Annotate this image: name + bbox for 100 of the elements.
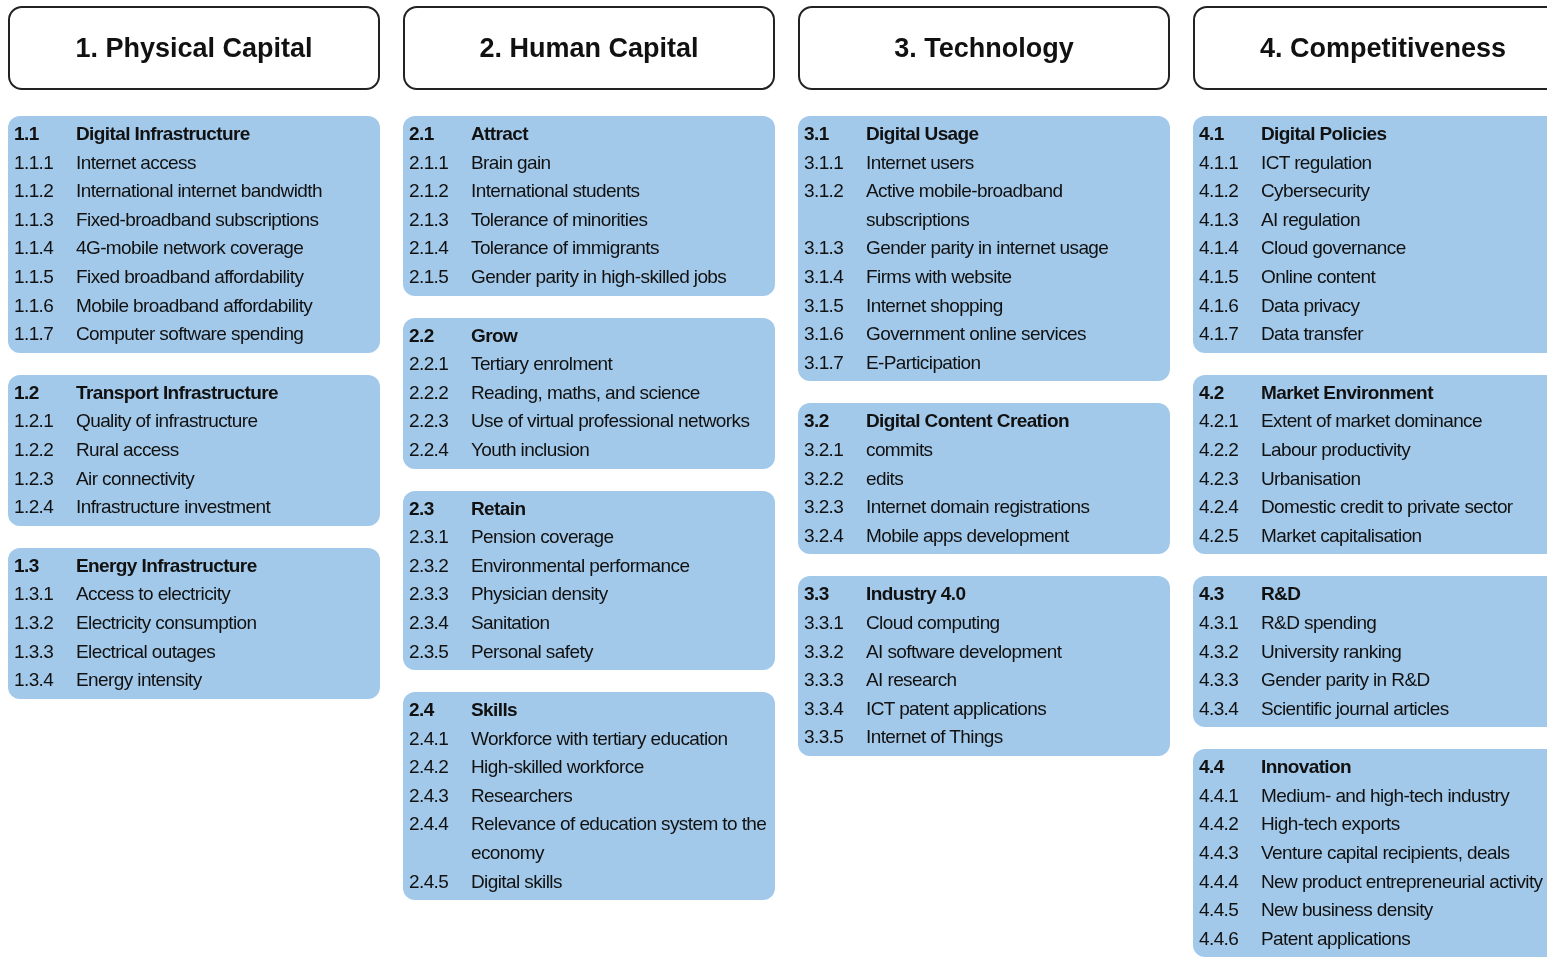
category-number: 1.3 <box>14 553 40 578</box>
category-number: 2.1 <box>409 122 435 146</box>
category-panel <box>1193 749 1547 958</box>
indicator-number: 3.1.2 <box>804 179 845 204</box>
indicator-name: Sanitation <box>471 610 551 635</box>
indicator-number: 4.4.5 <box>1199 898 1240 923</box>
indicator-number: 4.3.3 <box>1199 668 1240 693</box>
indicator-number: 3.3.3 <box>804 668 845 693</box>
category-panel <box>8 116 380 353</box>
category-title: Grow <box>471 323 519 348</box>
indicator-name: Gender parity in high-skilled jobs <box>471 264 728 289</box>
indicator-name: Computer software spending <box>76 322 305 347</box>
indicator-number: 2.2.1 <box>409 352 450 377</box>
indicator-number: 3.2.2 <box>804 466 845 491</box>
indicator-name: R&D spending <box>1261 610 1378 635</box>
indicator-name: Scientific journal articles <box>1261 696 1450 721</box>
indicator-name: Tertiary enrolment <box>471 352 614 377</box>
indicator-number: 1.2.4 <box>14 495 55 520</box>
indicator-number: 4.3.1 <box>1199 610 1240 635</box>
indicator-number: 2.1.1 <box>409 150 450 175</box>
category-title: Skills <box>471 698 519 723</box>
indicator-number: 2.1.3 <box>409 207 450 232</box>
indicator-number: 2.1.4 <box>409 236 450 261</box>
indicator-name: Electrical outages <box>76 639 217 664</box>
category-panel <box>1193 576 1547 728</box>
category-number: 4.3 <box>1199 582 1225 607</box>
indicator-name: Mobile apps development <box>866 523 1070 548</box>
indicator-name: Internet shopping <box>866 293 1004 318</box>
indicator-name: Infrastructure investment <box>76 495 272 520</box>
indicator-name: Tolerance of immigrants <box>471 236 660 261</box>
indicator-number: 3.3.2 <box>804 639 845 664</box>
indicator-name: Patent applications <box>1261 926 1412 951</box>
indicator-name: Cloud governance <box>1261 236 1407 261</box>
indicator-name: Digital skills <box>471 869 563 894</box>
category-number: 2.4 <box>409 698 436 723</box>
indicator-number: 4.4.1 <box>1199 783 1240 808</box>
category-panel <box>403 692 775 901</box>
category-number: 1.2 <box>14 380 40 405</box>
indicator-number: 2.4.3 <box>409 783 450 808</box>
indicator-number: 2.4.1 <box>409 726 450 751</box>
indicator-name: High-tech exports <box>1261 812 1401 837</box>
category-title: Attract <box>471 122 530 146</box>
indicator-name: Energy intensity <box>76 668 203 693</box>
indicator-number: 4.4.2 <box>1199 812 1240 837</box>
indicator-number: 2.4.5 <box>409 869 450 894</box>
indicator-name: Tolerance of minorities <box>471 207 649 232</box>
indicator-name: 4G-mobile network coverage <box>76 236 305 261</box>
indicator-number: 2.2.4 <box>409 437 450 462</box>
indicator-name: Physician density <box>471 582 609 607</box>
category-number: 4.2 <box>1199 380 1225 405</box>
indicator-name: Mobile broadband affordability <box>76 293 314 318</box>
pillar-title: 2. Human Capital <box>479 32 699 64</box>
indicator-number: 3.1.5 <box>804 293 845 318</box>
indicator-name: Extent of market dominance <box>1261 409 1483 434</box>
indicator-number: 1.1.5 <box>14 264 55 289</box>
indicator-name: Environmental performance <box>471 553 691 578</box>
indicator-number: 2.3.2 <box>409 553 450 578</box>
indicator-number: 1.1.4 <box>14 236 55 261</box>
indicator-name: Active mobile-broadband subscriptions <box>866 179 1064 232</box>
indicator-number: 4.1.1 <box>1199 150 1240 175</box>
indicator-number: 3.1.7 <box>804 350 845 375</box>
indicator-name: Access to electricity <box>76 582 232 607</box>
indicator-name: Firms with website <box>866 264 1013 289</box>
indicator-name: Urbanisation <box>1261 466 1362 491</box>
indicator-name: Reading, maths, and science <box>471 380 701 405</box>
indicator-number: 3.1.1 <box>804 150 845 175</box>
category-title: Transport Infrastructure <box>76 380 280 405</box>
category-title: Energy Infrastructure <box>76 553 258 578</box>
indicator-name: New business density <box>1261 898 1434 923</box>
pillar-header <box>403 6 775 90</box>
indicator-number: 2.3.5 <box>409 639 450 664</box>
indicator-name: Domestic credit to private sector <box>1261 495 1514 520</box>
indicator-name: Market capitalisation <box>1261 523 1423 548</box>
indicator-number: 2.3.4 <box>409 610 450 635</box>
indicator-number: 2.2.2 <box>409 380 450 405</box>
indicator-name: Internet users <box>866 150 975 175</box>
indicator-number: 1.1.7 <box>14 322 55 347</box>
indicator-name: Data transfer <box>1261 322 1365 347</box>
indicator-number: 3.3.1 <box>804 610 845 635</box>
indicator-number: 1.3.1 <box>14 582 55 607</box>
indicator-name: Venture capital recipients, deals <box>1261 841 1511 866</box>
indicator-number: 4.4.6 <box>1199 926 1240 951</box>
indicator-name: Cybersecurity <box>1261 179 1371 204</box>
indicator-number: 4.1.6 <box>1199 293 1240 318</box>
indicator-name: Gender parity in R&D <box>1261 668 1431 693</box>
category-panel <box>1193 374 1547 555</box>
category-panel <box>8 374 380 526</box>
indicator-number: 1.1.1 <box>14 150 55 175</box>
category-number: 2.3 <box>409 496 435 521</box>
indicator-name: Relevance of education system to the economy <box>471 812 768 866</box>
category-title: Digital Policies <box>1261 122 1388 146</box>
indicator-number: 2.3.1 <box>409 525 450 550</box>
indicator-name: AI software development <box>866 639 1063 664</box>
indicator-name: ICT regulation <box>1261 150 1373 175</box>
indicator-name: Air connectivity <box>76 466 196 491</box>
indicator-name: Pension coverage <box>471 525 615 550</box>
indicator-number: 3.2.1 <box>804 437 845 462</box>
category-title: Digital Infrastructure <box>76 122 251 146</box>
indicator-number: 4.4.3 <box>1199 841 1240 866</box>
indicator-number: 2.4.2 <box>409 755 450 780</box>
